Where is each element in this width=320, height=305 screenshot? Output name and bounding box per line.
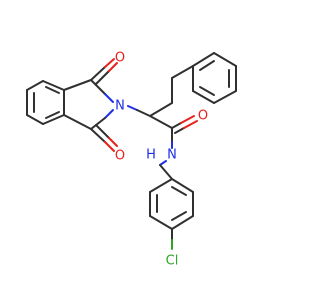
bond [26,80,44,91]
bond [149,115,173,129]
bond [199,86,215,96]
bond [104,93,114,103]
bond [104,141,115,152]
oxygen-bottom-label: O [115,149,125,164]
imide-ring [63,79,114,130]
bond [45,86,60,94]
bond [90,128,106,143]
bond [42,80,65,91]
bond [174,127,185,134]
bond [127,105,138,111]
bond [192,90,215,104]
bond [171,122,182,129]
bond [171,65,194,79]
structure-canvas: O O N O N H Cl [26,51,237,269]
bond [108,62,118,72]
nitrogen-ring-label: N [115,99,125,114]
amide-hydrogen-label: H [146,148,156,163]
imide-carbonyls [90,58,118,152]
bond [136,109,151,117]
bond [159,160,167,166]
amide-nitrogen-label: N [167,148,177,163]
bond [95,70,110,85]
bond [213,90,237,104]
isoindole-benzene-ring [26,80,65,125]
bond [90,66,106,81]
bond [213,52,237,67]
bond [149,178,173,193]
bond [104,58,115,68]
bond [45,111,60,119]
bond [108,137,118,147]
chlorophenyl-ring [149,178,194,230]
bond [63,114,92,130]
bond [90,79,106,95]
bond [171,178,194,193]
bond [171,211,187,221]
bond [183,120,198,129]
bond [180,115,195,124]
bond [159,164,173,180]
bond [149,215,173,230]
bond [104,109,114,119]
bond [90,117,106,130]
bond [149,102,173,117]
bond [42,114,65,125]
bond [199,60,215,71]
oxygen-amide-label: O [198,109,208,124]
bond [171,186,187,196]
oxygen-top-label: O [115,51,125,66]
bond [63,79,92,91]
bond [26,114,44,125]
chemical-structure-diagram: O O N O N H Cl [26,51,237,269]
bond [95,124,110,139]
chlorine-label: Cl [166,254,179,269]
phenyl-ring [192,52,237,104]
bond [171,215,194,230]
bond [192,52,215,67]
